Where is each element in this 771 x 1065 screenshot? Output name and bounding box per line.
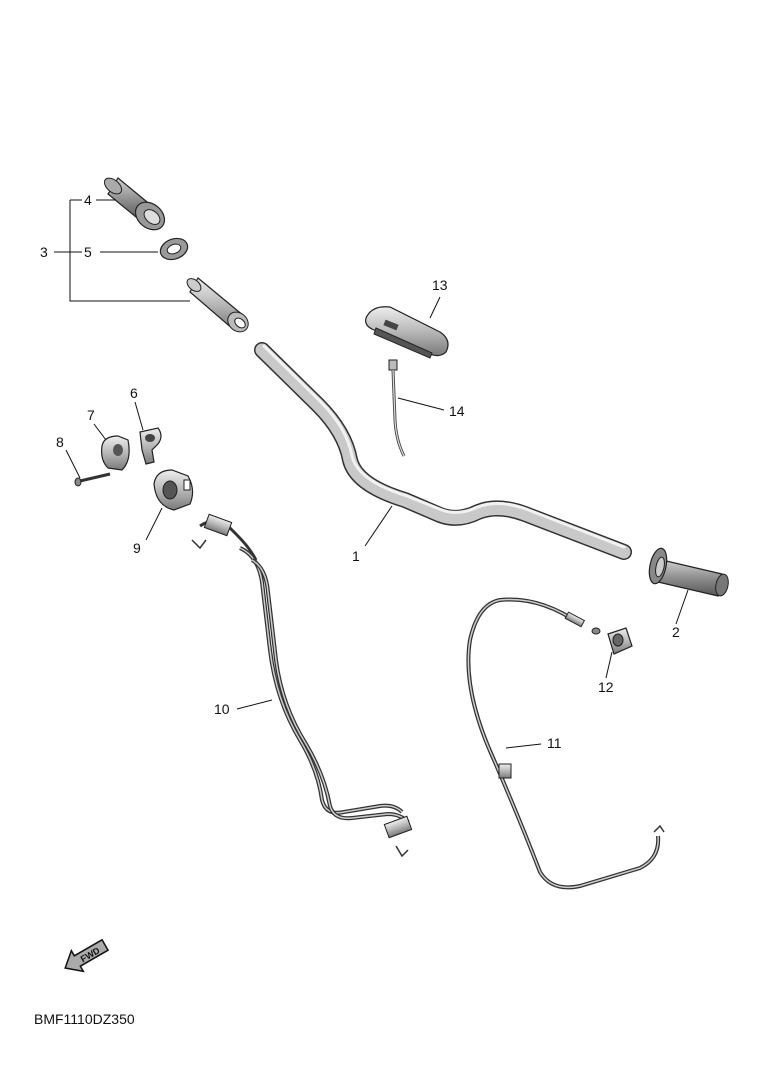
left-grip [103,177,166,231]
callout-2: 2 [672,624,680,640]
diagram-code: BMF1110DZ350 [34,1011,135,1027]
throttle-housing-upper [139,427,162,465]
throttle-cable-assembly [191,513,413,858]
switch-housing [153,469,194,511]
washer [159,237,189,261]
right-grip [648,547,729,597]
callout-1: 1 [352,548,360,564]
handlebar-pad [365,306,449,359]
callout-9: 9 [133,540,141,556]
callout-labels: 1 2 3 4 5 6 7 8 9 10 11 12 13 14 [40,192,680,751]
throttle-housing [101,435,130,471]
cable-adjuster [591,627,633,655]
callout-13: 13 [432,277,448,293]
throttle-tube [186,277,249,333]
callout-11: 11 [547,735,562,751]
fwd-arrow-icon: FWD [64,938,110,973]
handlebar [254,342,632,560]
callout-12: 12 [598,679,614,695]
screw [74,472,111,487]
callout-5: 5 [84,244,92,260]
callout-10: 10 [214,701,230,717]
callout-4: 4 [84,192,92,208]
callout-6: 6 [130,385,138,401]
cable-tie [388,359,406,457]
clutch-cable [466,597,665,890]
callout-7: 7 [87,407,95,423]
callout-8: 8 [56,434,64,450]
callout-14: 14 [449,403,465,419]
leader-lines [54,199,689,749]
callout-3: 3 [40,244,48,260]
